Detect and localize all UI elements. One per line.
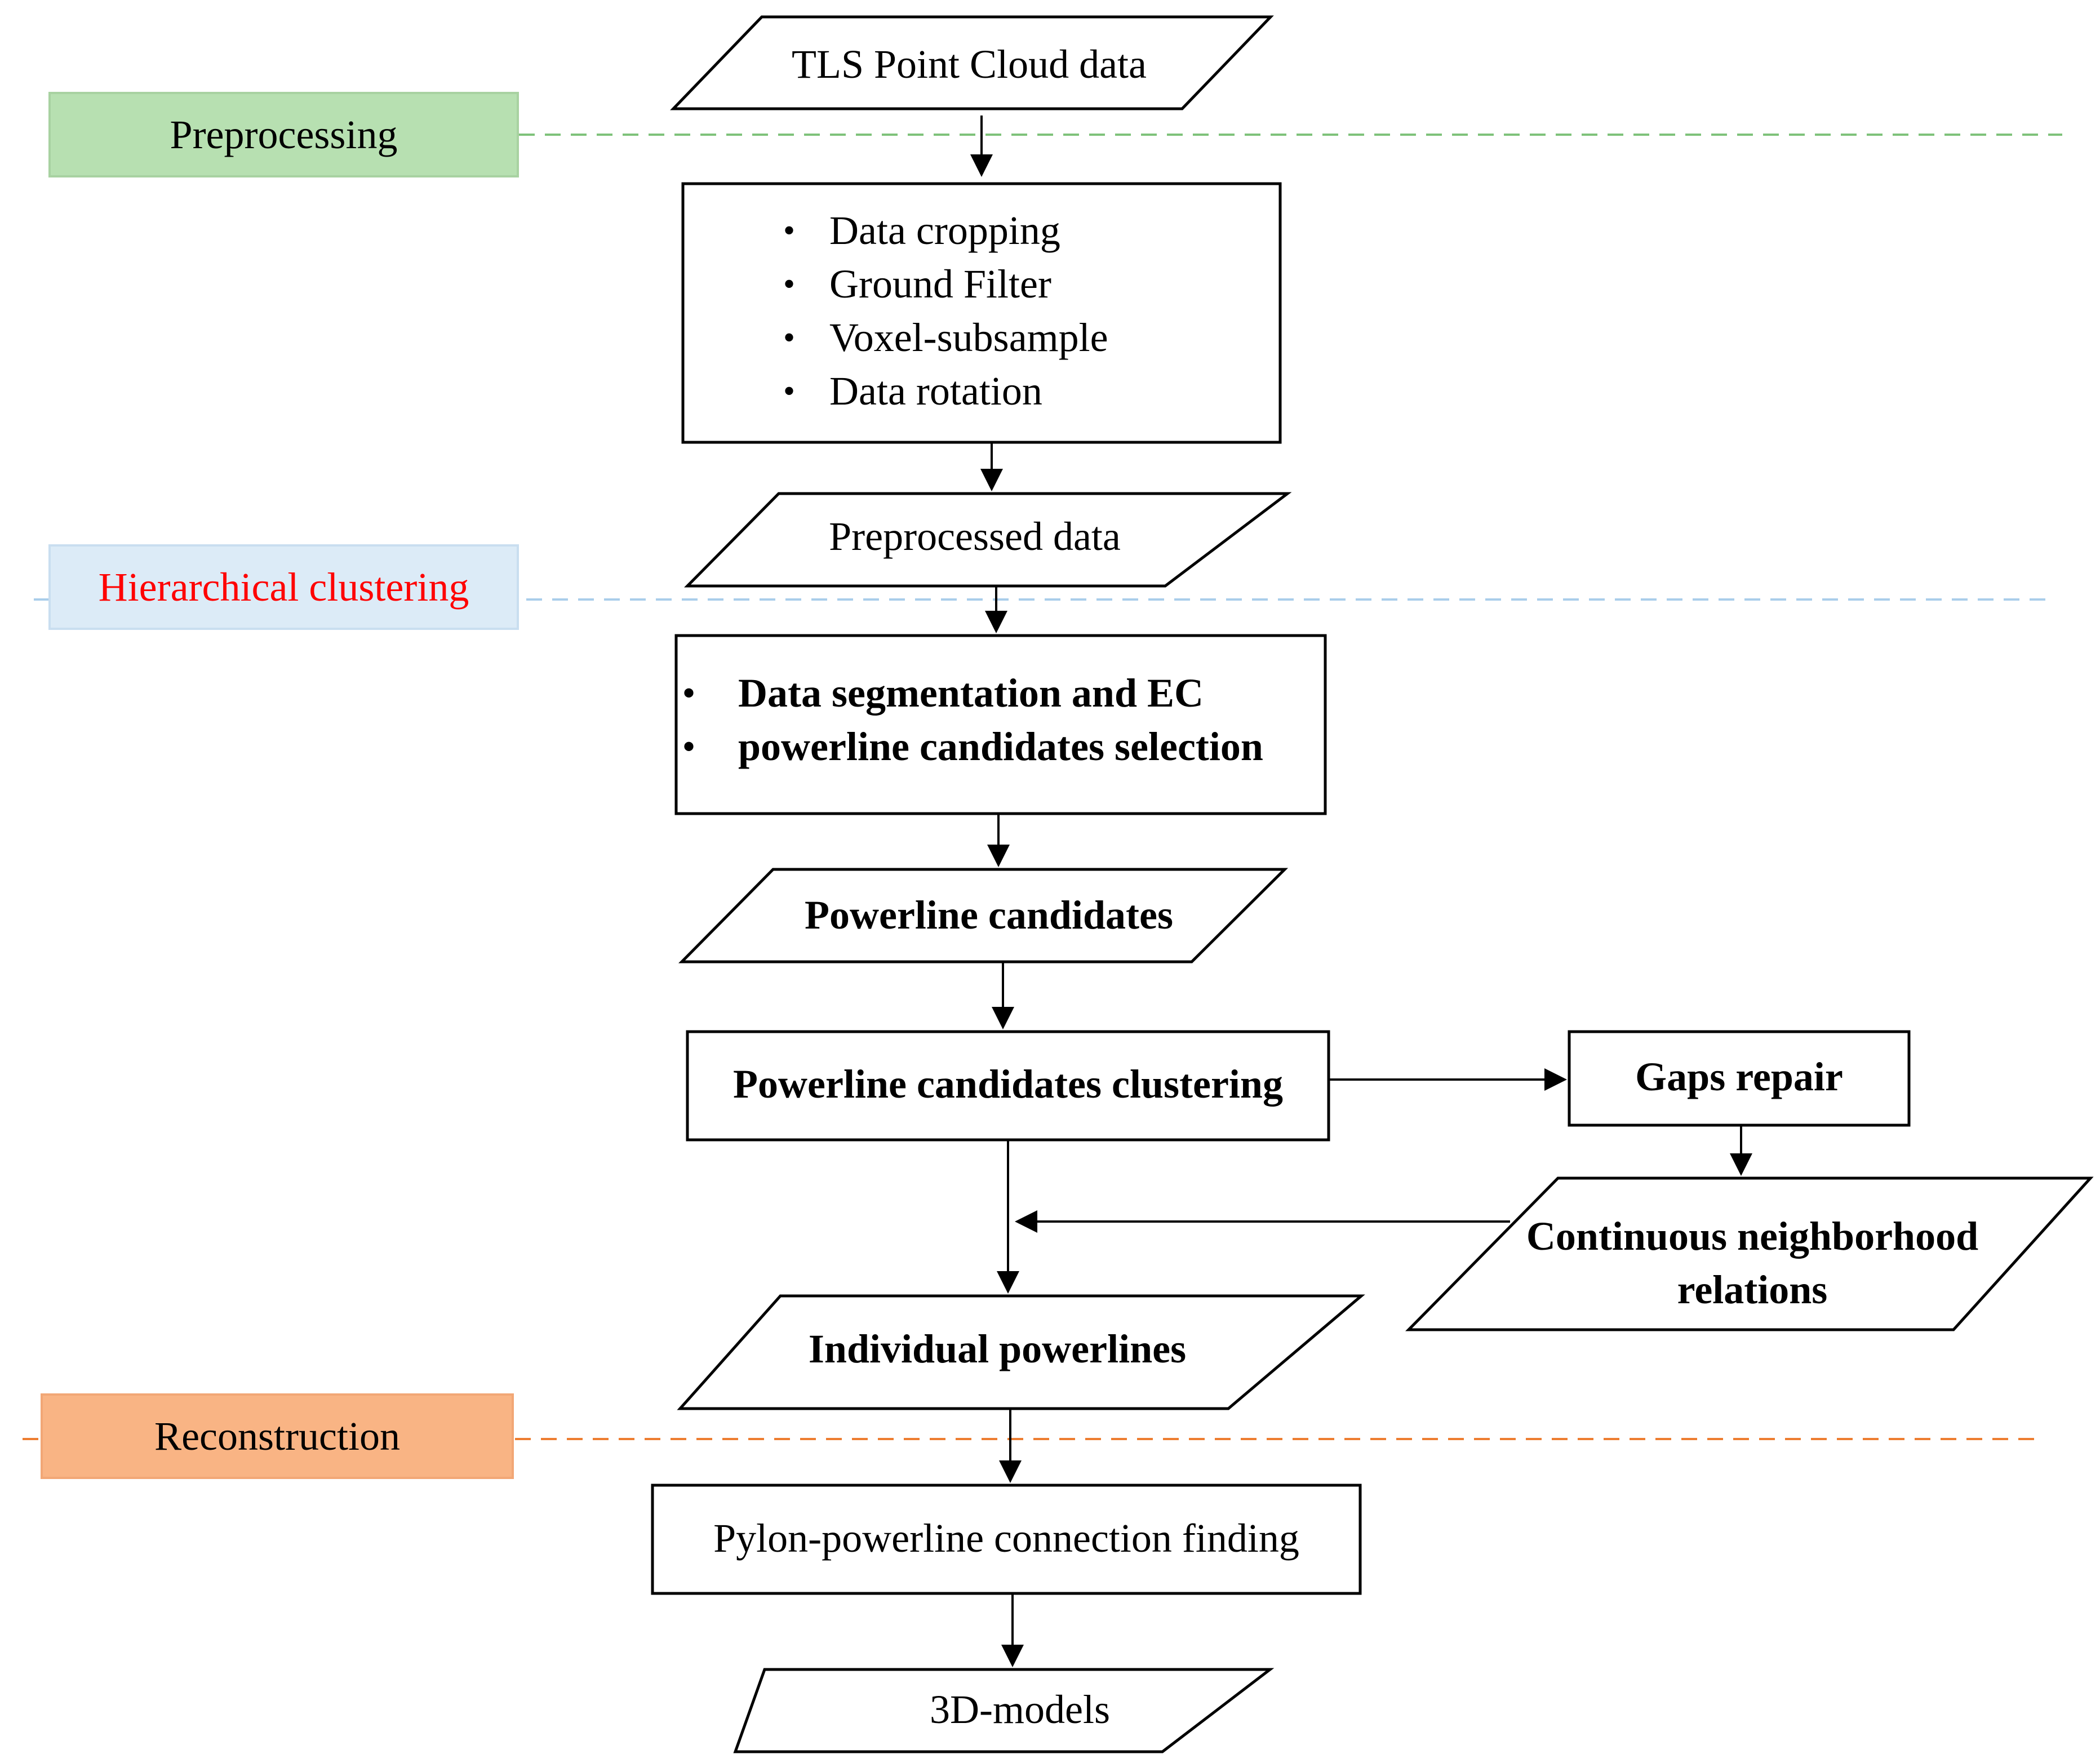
tls-input-label: TLS Point Cloud data — [792, 42, 1147, 87]
connection-finding-box — [651, 1484, 1362, 1595]
powerline-candidates-parallelogram — [678, 868, 1289, 963]
preprocess-steps-list: • Data cropping • Ground Filter • Voxel-sub… — [783, 204, 1108, 418]
segmentation-steps-list: • Data segmentation and EC • powerline can… — [683, 667, 1263, 774]
stage-hierarchical-clustering-label: Hierarchical clustering — [48, 544, 519, 630]
continuous-relations-line-1: Continuous neighborhood — [1526, 1213, 1979, 1259]
stage-preprocessing-label: Preprocessing — [48, 92, 519, 177]
bullet-glyph: • — [683, 728, 695, 765]
preprocess-step-item: • Ground Filter — [783, 257, 1108, 311]
tls-input-parallelogram — [670, 15, 1274, 110]
stage-reconstruction-label: Reconstruction — [41, 1393, 514, 1479]
continuous-relations-line-2: relations — [1677, 1267, 1828, 1312]
step-data-cropping: Data cropping — [829, 208, 1060, 253]
models-3d-label: 3D-models — [930, 1687, 1110, 1733]
powerline-candidates-label: Powerline candidates — [805, 892, 1173, 938]
gaps-repair-label: Gaps repair — [1635, 1054, 1843, 1100]
segmentation-steps-box — [674, 634, 1327, 815]
bullet-glyph: • — [783, 212, 796, 249]
models-3d-parallelogram — [733, 1668, 1275, 1753]
individual-powerlines-label: Individual powerlines — [808, 1326, 1187, 1372]
bullet-glyph: • — [783, 265, 796, 303]
step-voxel-subsample: Voxel-subsample — [829, 315, 1108, 360]
step-ground-filter: Ground Filter — [829, 261, 1051, 307]
step-segmentation-ec: Data segmentation and EC — [738, 670, 1204, 716]
candidates-clustering-box — [686, 1030, 1330, 1142]
preprocess-step-item: • Data cropping — [783, 204, 1108, 257]
gaps-repair-box — [1568, 1030, 1911, 1127]
step-candidates-selection: powerline candidates selection — [738, 724, 1263, 769]
candidates-clustering-label: Powerline candidates clustering — [733, 1062, 1283, 1107]
individual-powerlines-parallelogram — [677, 1294, 1365, 1410]
continuous-relations-label: Continuous neighborhood relations — [1471, 1207, 2034, 1320]
preprocess-steps-box — [681, 182, 1282, 444]
preprocessed-data-label: Preprocessed data — [829, 514, 1121, 559]
preprocess-step-item: • Voxel-subsample — [783, 311, 1108, 365]
bullet-glyph: • — [783, 319, 796, 356]
step-data-rotation: Data rotation — [829, 368, 1042, 414]
bullet-glyph: • — [783, 372, 796, 410]
continuous-relations-parallelogram — [1405, 1176, 2094, 1331]
segmentation-step-item: • powerline candidates selection — [683, 720, 1263, 774]
connection-finding-label: Pylon-powerline connection finding — [713, 1516, 1299, 1561]
preprocess-step-item: • Data rotation — [783, 365, 1108, 418]
preprocessed-data-parallelogram — [684, 492, 1292, 588]
bullet-glyph: • — [683, 674, 695, 712]
segmentation-step-item: • Data segmentation and EC — [683, 667, 1263, 720]
